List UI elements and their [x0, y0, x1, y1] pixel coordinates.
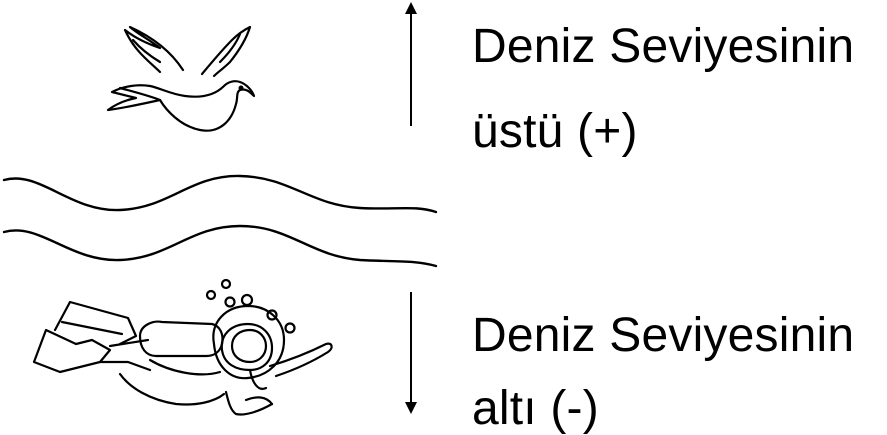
above-sea-level-label-line2: üstü (+) [472, 105, 638, 158]
scuba-diver-icon [32, 278, 333, 416]
below-sea-level-label-line2: altı (-) [472, 382, 599, 435]
arrow-up-icon [405, 2, 417, 126]
above-sea-level-label-line1: Deniz Seviyesinin [472, 20, 855, 73]
sea-waves-icon [2, 174, 438, 268]
arrow-down-icon [405, 292, 417, 414]
below-sea-level-label-line1: Deniz Seviyesinin [472, 309, 855, 362]
dove-icon [106, 25, 256, 132]
